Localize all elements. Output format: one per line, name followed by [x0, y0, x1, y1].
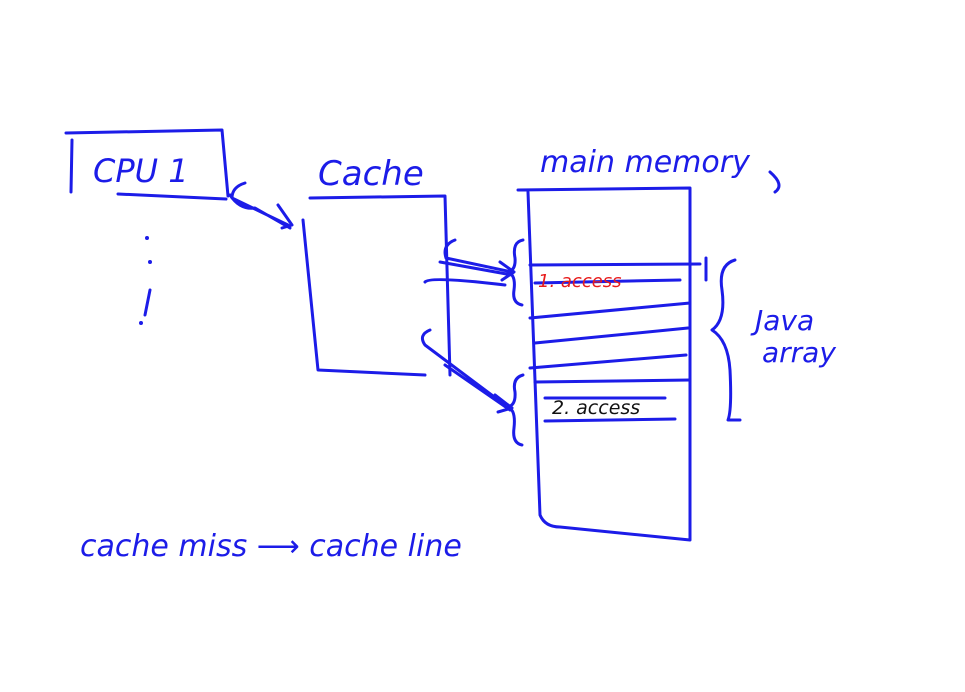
array-label: array — [762, 336, 836, 369]
memory-label: main memory — [540, 145, 751, 180]
main-memory: main memory 1. access 2. access — [516, 145, 781, 542]
cache-memory-arrow-2 — [420, 328, 514, 414]
cpu-cache-arrow — [228, 181, 294, 230]
java-label: Java — [750, 304, 814, 337]
caption: cache miss ⟶ cache line — [80, 529, 462, 564]
cpu-box: CPU 1 — [64, 128, 230, 201]
java-array-brace — [710, 258, 742, 422]
second-access-label: 2. access — [552, 397, 640, 419]
cache-box: Cache — [301, 154, 452, 377]
first-access-label: 1. access — [538, 271, 622, 292]
more-cpus-ellipsis — [139, 236, 152, 325]
cpu-label: CPU 1 — [93, 152, 189, 190]
cache-label: Cache — [318, 154, 424, 194]
cache-memory-arrow-1 — [423, 238, 516, 287]
